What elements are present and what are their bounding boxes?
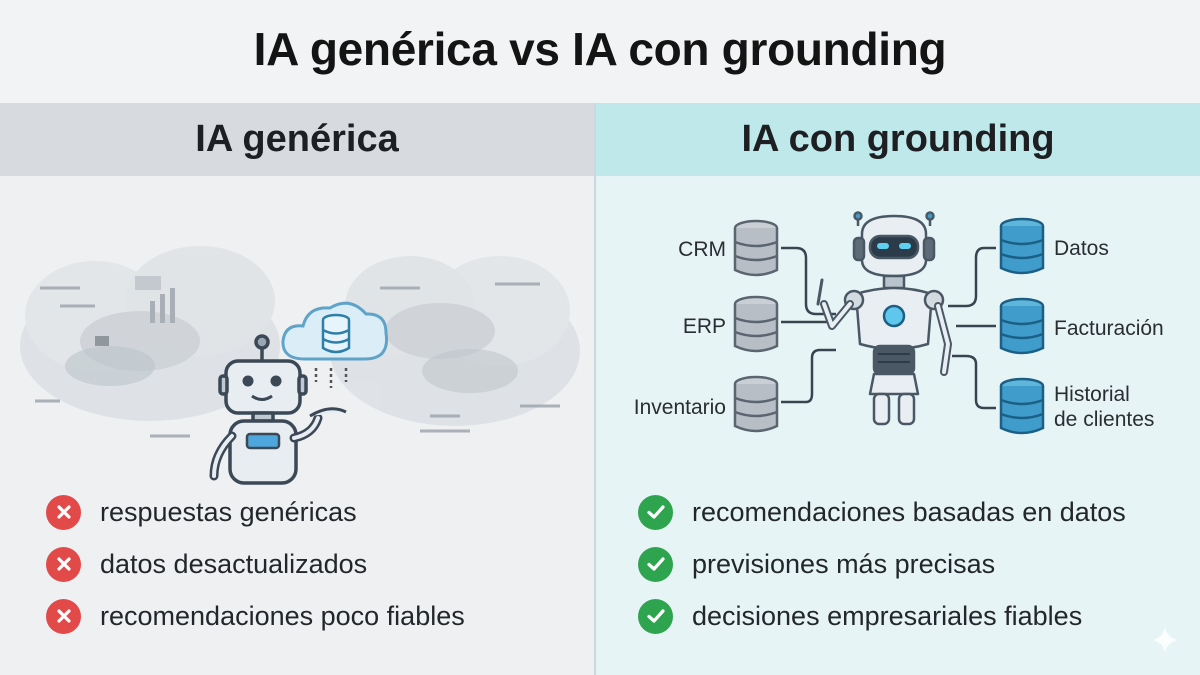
generic-ai-heading: IA genérica	[0, 103, 594, 176]
database-icon-facturacion	[999, 297, 1045, 355]
database-icon-inventario	[733, 375, 779, 433]
data-fragments	[35, 282, 560, 438]
source-label-inventario: Inventario	[634, 396, 726, 419]
database-icon-historial	[999, 377, 1045, 435]
drawback-text: datos desactualizados	[100, 548, 368, 579]
database-icon-crm	[733, 219, 779, 277]
humanoid-robot-icon	[816, 211, 952, 426]
grounded-ai-illustration: CRM ERP Inventario Datos Facturación His…	[634, 211, 1164, 435]
check-circle-icon	[638, 546, 673, 582]
bar-fragments	[95, 276, 175, 346]
list-item: decisiones empresariales fiables	[638, 590, 1126, 642]
benefit-text: recomendaciones basadas en datos	[692, 496, 1126, 527]
database-icon-datos	[999, 217, 1045, 275]
x-circle-icon	[46, 494, 81, 530]
drawback-text: respuestas genéricas	[100, 496, 357, 527]
grounded-ai-panel: IA con grounding	[596, 103, 1200, 675]
source-label-facturacion: Facturación	[1054, 317, 1164, 340]
x-circle-icon	[46, 598, 81, 634]
benefit-text: decisiones empresariales fiables	[692, 600, 1083, 631]
benefit-text: previsiones más precisas	[692, 548, 996, 579]
source-label-historial: Historial	[1054, 383, 1130, 406]
generic-ai-illustration	[20, 246, 580, 485]
list-item: datos desactualizados	[46, 538, 465, 590]
list-item: respuestas genéricas	[46, 486, 465, 538]
robot-icon	[209, 334, 347, 485]
generic-ai-panel: IA genérica	[0, 103, 594, 675]
grounded-ai-benefits-list: recomendaciones basadas en datos previsi…	[638, 486, 1126, 642]
list-item: recomendaciones basadas en datos	[638, 486, 1126, 538]
check-circle-icon	[638, 494, 673, 530]
source-label-crm: CRM	[678, 238, 726, 261]
list-item: recomendaciones poco fiables	[46, 590, 465, 642]
check-circle-icon	[638, 598, 673, 634]
database-icon-erp	[733, 295, 779, 353]
drawback-text: recomendaciones poco fiables	[100, 600, 465, 631]
cloud-database-icon	[281, 301, 389, 388]
list-item: previsiones más precisas	[638, 538, 1126, 590]
grounded-ai-heading: IA con grounding	[596, 103, 1200, 176]
connector-lines	[781, 246, 996, 410]
x-circle-icon	[46, 546, 81, 582]
generic-ai-drawbacks-list: respuestas genéricas datos desactualizad…	[46, 486, 465, 642]
page-title: IA genérica vs IA con grounding	[253, 23, 947, 75]
panel-divider	[594, 103, 596, 675]
source-label-datos: Datos	[1054, 237, 1109, 260]
sparkle-icon	[1152, 627, 1178, 653]
source-label-clientes: de clientes	[1054, 408, 1154, 431]
source-label-erp: ERP	[683, 315, 726, 338]
